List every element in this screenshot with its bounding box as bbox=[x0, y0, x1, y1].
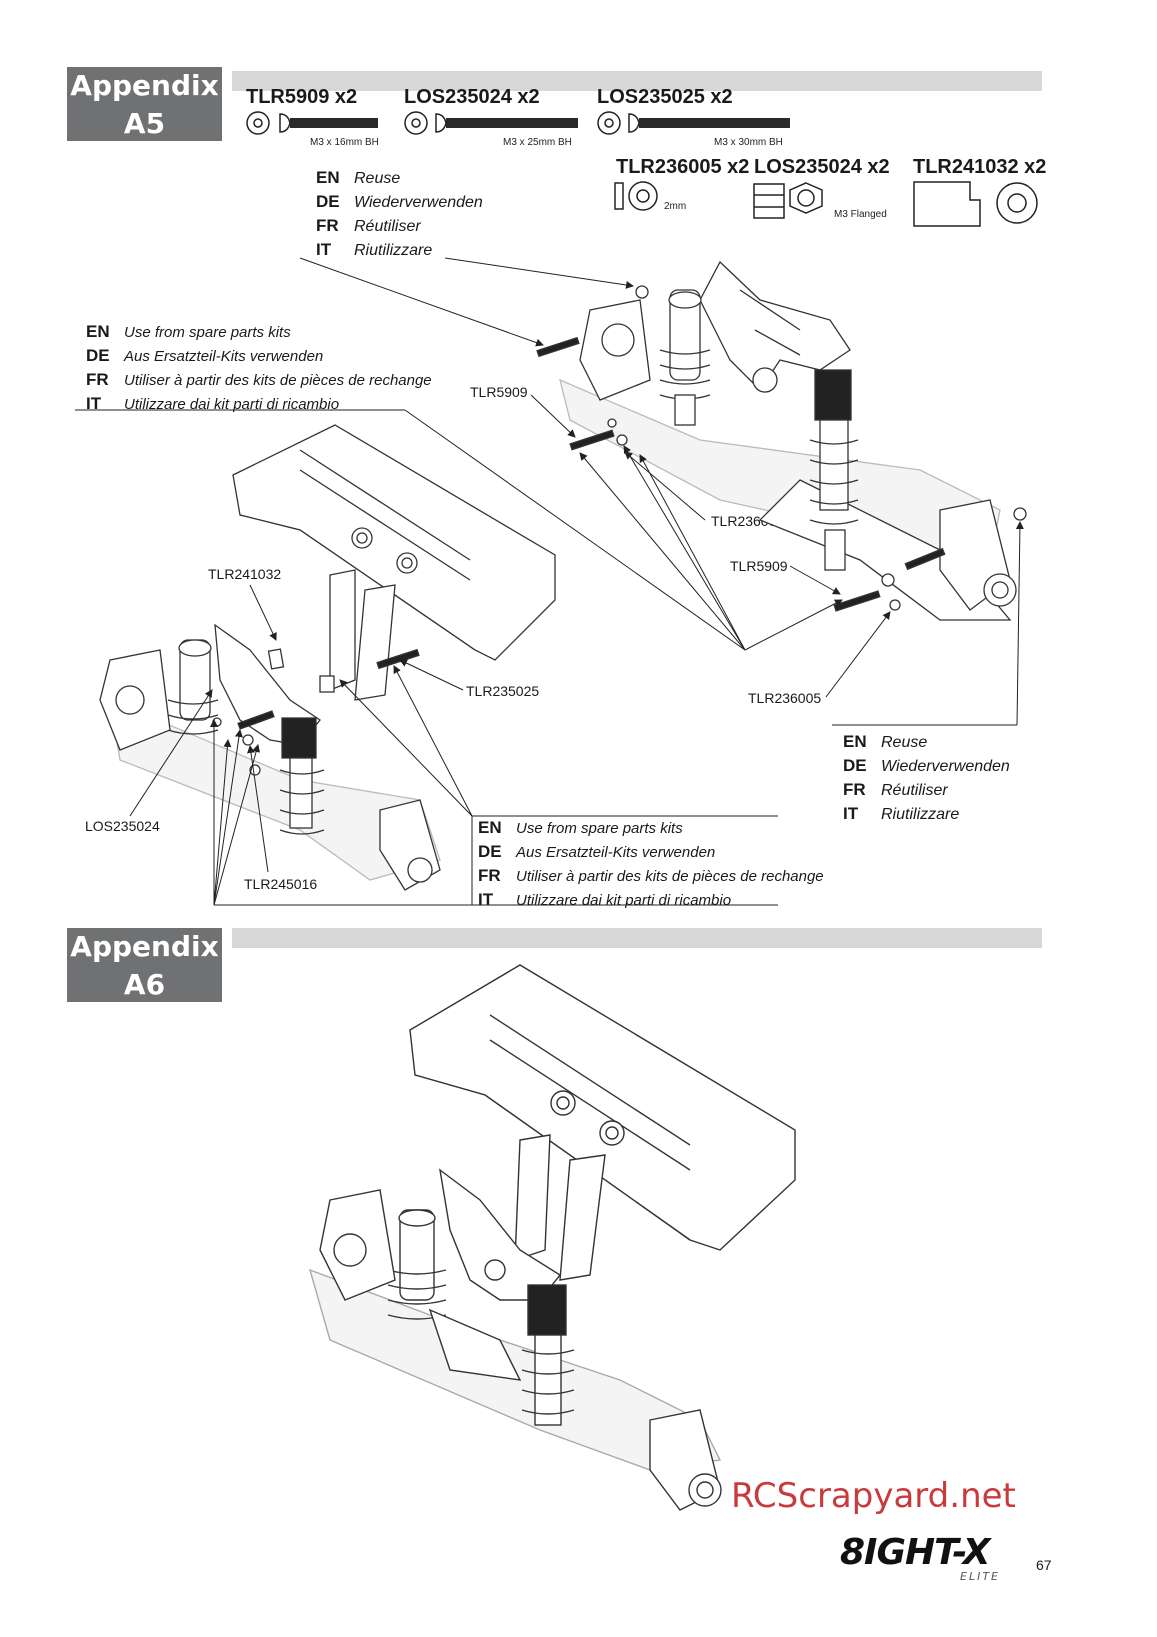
reuse-block-top: EN Reuse DE Wiederverwenden FR Réutiliser I… bbox=[316, 166, 483, 262]
lang-text: Aus Ersatzteil-Kits verwenden bbox=[516, 844, 716, 861]
lang-text: Aus Ersatzteil-Kits verwenden bbox=[124, 348, 324, 365]
lang-text: Use from spare parts kits bbox=[516, 820, 683, 837]
lang-text: Utiliser à partir des kits de pièces de … bbox=[516, 868, 824, 885]
screw-icon bbox=[628, 113, 790, 133]
a5-title-box: Appendix A5 bbox=[67, 67, 222, 141]
part-code: TLR5909 x2 bbox=[246, 86, 358, 108]
lang-code: IT bbox=[86, 394, 102, 413]
washer-icon bbox=[597, 111, 621, 135]
lang-code: IT bbox=[316, 240, 332, 259]
a6-title-box: Appendix A6 bbox=[67, 928, 222, 1002]
washer-icon bbox=[404, 111, 428, 135]
callout-label: TLR235025 bbox=[466, 683, 540, 699]
lang-text: Wiederverwenden bbox=[881, 758, 1010, 775]
part-code: LOS235024 x2 bbox=[404, 86, 540, 108]
part-code: LOS235025 x2 bbox=[597, 86, 733, 108]
screw-icon bbox=[435, 113, 578, 133]
lang-text: Réutiliser bbox=[354, 218, 421, 235]
brand-logo: 8IGHT-X ELITE bbox=[840, 1532, 998, 1583]
lang-code: FR bbox=[86, 370, 109, 389]
reuse-block-right: EN Reuse DE Wiederverwenden FR Réutiliser I… bbox=[843, 730, 1010, 826]
part-code: TLR236005 x2 bbox=[616, 156, 750, 178]
lang-code: IT bbox=[843, 804, 859, 823]
lang-code: EN bbox=[86, 322, 110, 341]
a6-header-bar bbox=[232, 928, 1042, 948]
lang-code: EN bbox=[843, 732, 867, 751]
part-note: M3 x 16mm BH bbox=[310, 137, 379, 148]
lang-code: DE bbox=[316, 192, 340, 211]
a5-title-line2: A5 bbox=[123, 107, 166, 140]
lang-code: EN bbox=[478, 818, 502, 837]
lang-code: DE bbox=[86, 346, 110, 365]
flanged-nut-icon bbox=[753, 182, 823, 219]
bushing-icon bbox=[913, 181, 1038, 227]
callout-label: TLR236005 bbox=[748, 690, 822, 706]
lang-text: Reuse bbox=[354, 170, 401, 187]
callout-label: TLR5909 bbox=[470, 384, 528, 400]
callout-label: TLR5909 bbox=[730, 558, 788, 574]
lang-text: Reuse bbox=[881, 734, 928, 751]
page-number: 67 bbox=[1036, 1557, 1052, 1573]
spare-block-top: EN Use from spare parts kits DE Aus Ersatz… bbox=[86, 320, 432, 416]
lang-code: IT bbox=[478, 890, 494, 909]
part-note: M3 x 25mm BH bbox=[503, 137, 572, 148]
lang-code: EN bbox=[316, 168, 340, 187]
part-note: M3 Flanged bbox=[834, 209, 887, 220]
brand-name: 8IGHT-X bbox=[840, 1532, 990, 1573]
spare-block-bottom: EN Use from spare parts kits DE Aus Ersatz… bbox=[478, 816, 824, 912]
lang-code: FR bbox=[478, 866, 501, 885]
lang-text: Utilizzare dai kit parti di ricambio bbox=[124, 396, 340, 413]
lang-text: Riutilizzare bbox=[354, 242, 433, 259]
part-code: TLR241032 x2 bbox=[913, 156, 1047, 178]
rear-chassis-drawing-a5 bbox=[536, 260, 1027, 621]
a5-title-line1: Appendix bbox=[70, 69, 219, 102]
callout-label: TLR241032 bbox=[208, 566, 282, 582]
lang-code: FR bbox=[316, 216, 339, 235]
brand-sub: ELITE bbox=[960, 1570, 1000, 1583]
washer-icon bbox=[246, 111, 270, 135]
part-note: M3 x 30mm BH bbox=[714, 137, 783, 148]
callout-label: LOS235024 bbox=[85, 818, 160, 834]
wing-chassis-drawing-a5 bbox=[99, 424, 556, 891]
lang-text: Réutiliser bbox=[881, 782, 948, 799]
watermark: RCScrapyard.net bbox=[731, 1476, 1016, 1516]
part-code: LOS235024 x2 bbox=[754, 156, 890, 178]
callout-label: TLR245016 bbox=[244, 876, 318, 892]
leader-lines-a5 bbox=[75, 257, 1024, 906]
lang-code: DE bbox=[843, 756, 867, 775]
spacer-icon bbox=[614, 181, 658, 211]
lang-text: Wiederverwenden bbox=[354, 194, 483, 211]
lang-code: FR bbox=[843, 780, 866, 799]
a6-title-line2: A6 bbox=[123, 968, 166, 1001]
lang-text: Use from spare parts kits bbox=[124, 324, 291, 341]
lang-code: DE bbox=[478, 842, 502, 861]
lang-text: Riutilizzare bbox=[881, 806, 960, 823]
lang-text: Utiliser à partir des kits de pièces de … bbox=[124, 372, 432, 389]
part-note: 2mm bbox=[664, 201, 687, 212]
a6-title-line1: Appendix bbox=[70, 930, 219, 963]
a5-header-bar bbox=[232, 71, 1042, 91]
assembled-drawing-a6 bbox=[308, 964, 796, 1511]
screw-icon bbox=[279, 113, 378, 133]
